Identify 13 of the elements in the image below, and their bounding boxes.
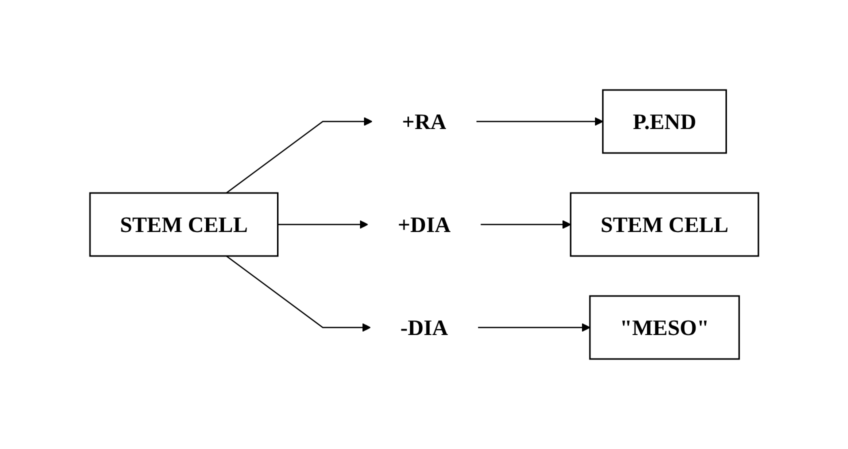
arrow: [480, 220, 571, 229]
arrow: [478, 323, 590, 332]
arrow: [226, 256, 371, 332]
node-box: STEM CELL: [89, 192, 278, 257]
node-box: P.END: [602, 89, 727, 154]
node-text: +RA: [402, 109, 446, 134]
node-box: STEM CELL: [570, 192, 759, 257]
arrow: [226, 117, 372, 194]
arrow: [278, 220, 368, 229]
node-box: "MESO": [588, 295, 740, 360]
arrow: [476, 117, 604, 126]
node-text: -DIA: [400, 315, 448, 340]
node-text: +DIA: [398, 212, 450, 237]
